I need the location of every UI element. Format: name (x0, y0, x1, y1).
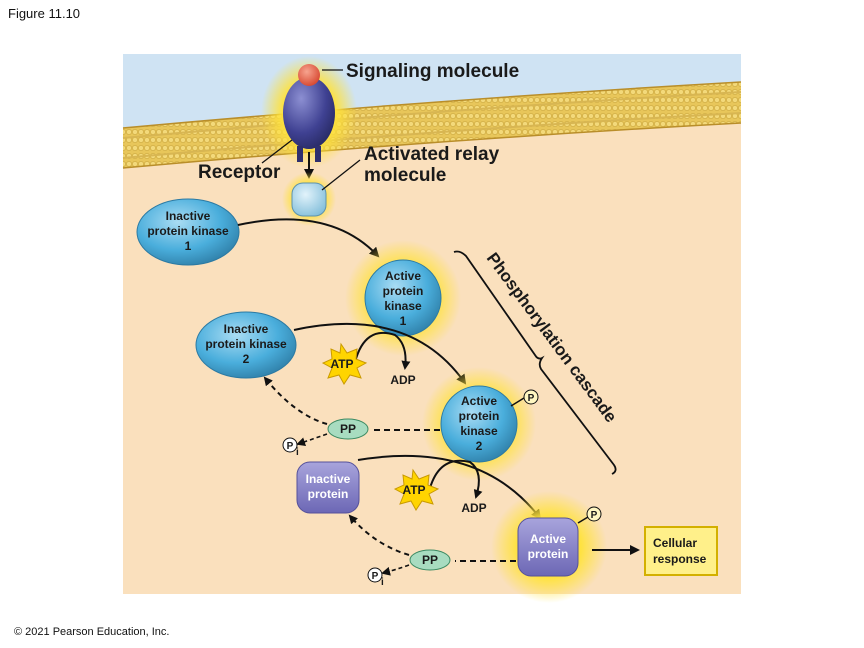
active-kinase-1-line3: kinase (384, 299, 422, 313)
cascade-brace (453, 250, 617, 475)
inactive-kinase-2-line2: protein kinase (205, 337, 287, 351)
atp-label-2: ATP (402, 483, 425, 497)
inactive-kinase-1-line2: protein kinase (147, 224, 229, 238)
atp-label-1: ATP (330, 357, 353, 371)
inactive-kinase-2 (195, 311, 297, 379)
pi-1 (282, 437, 298, 453)
signaling-molecule-label: Signaling molecule (346, 61, 519, 82)
active-kinase-2 (440, 385, 518, 463)
pi-1-sub: i (296, 447, 299, 458)
phosphate-active-protein-label: P (591, 510, 598, 521)
inactive-protein-line2: protein (308, 487, 349, 501)
cellular-response-box (644, 526, 718, 576)
inactive-kinase-2-line3: 2 (243, 352, 250, 366)
relay-label-line2: molecule (364, 165, 446, 186)
pi-1-label: P (287, 441, 294, 452)
pp-1 (327, 418, 369, 440)
atp-burst-1 (321, 342, 368, 385)
pi-2-label: P (372, 571, 379, 582)
inactive-protein-line1: Inactive (306, 472, 351, 486)
active-kinase-1-line1: Active (385, 269, 421, 283)
active-kinase-1-line2: protein (383, 284, 424, 298)
cellular-response-line1: Cellular (653, 536, 697, 550)
adp-label-1: ADP (390, 373, 415, 387)
inactive-kinase-1-line1: Inactive (166, 209, 211, 223)
adp-label-2: ADP (461, 501, 486, 515)
copyright: © 2021 Pearson Education, Inc. (14, 626, 170, 638)
phosphate-kinase-2 (523, 389, 539, 405)
pi-2 (367, 567, 383, 583)
active-kinase-2-line4: 2 (476, 439, 483, 453)
active-kinase-1-line4: 1 (400, 314, 407, 328)
receptor (283, 77, 335, 149)
pp-1-label: PP (340, 422, 356, 436)
receptor-label: Receptor (198, 162, 281, 183)
active-protein (517, 517, 579, 577)
pp-2 (409, 549, 451, 571)
active-kinase-1 (364, 259, 442, 337)
phosphate-active-protein (586, 506, 602, 522)
pi-2-sub: i (381, 577, 384, 588)
active-kinase-2-line1: Active (461, 394, 497, 408)
relay-molecule (291, 182, 327, 217)
pp-2-label: PP (422, 553, 438, 567)
active-protein-line2: protein (528, 547, 569, 561)
inactive-kinase-1-line3: 1 (185, 239, 192, 253)
inactive-kinase-2-line1: Inactive (224, 322, 269, 336)
phosphate-kinase-2-label: P (528, 393, 535, 404)
inactive-protein (296, 461, 360, 514)
active-kinase-2-line2: protein (459, 409, 500, 423)
atp-burst-2 (393, 468, 440, 511)
inactive-kinase-1 (136, 198, 240, 266)
figure-label: Figure 11.10 (8, 6, 81, 21)
active-kinase-2-line3: kinase (460, 424, 498, 438)
signaling-molecule (298, 64, 320, 86)
active-protein-line1: Active (530, 532, 566, 546)
relay-label-line1: Activated relay (364, 144, 500, 165)
cellular-response-line2: response (653, 552, 707, 566)
